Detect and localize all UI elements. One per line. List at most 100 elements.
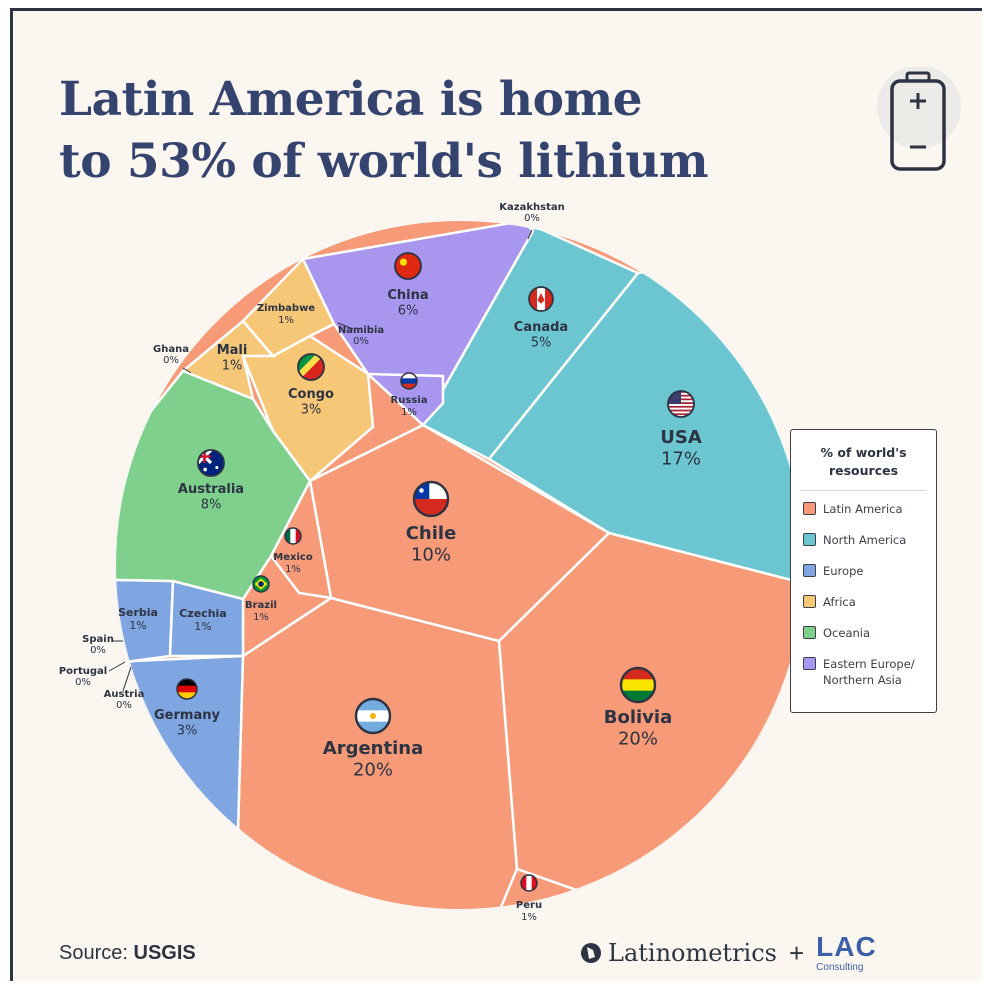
source-credit: Source: USGIS <box>59 942 196 965</box>
label-portugal: Portugal <box>59 666 107 677</box>
value-peru: 1% <box>521 912 537 923</box>
value-namibia: 0% <box>353 336 369 347</box>
cell-germany <box>115 654 245 833</box>
legend-swatch <box>803 657 816 670</box>
value-russia: 1% <box>401 407 417 418</box>
leader-austria <box>122 666 132 692</box>
partner-logo: LAC Consulting <box>816 933 877 973</box>
label-mali: Mali <box>217 343 248 358</box>
brazil-flag-icon <box>252 575 270 593</box>
leader-portugal <box>108 661 126 672</box>
label-mexico: Mexico <box>273 552 313 563</box>
legend-label: North America <box>823 533 907 547</box>
label-ghana: Ghana <box>153 344 189 355</box>
label-namibia: Namibia <box>338 325 384 336</box>
value-china: 6% <box>398 304 419 319</box>
legend-label: Europe <box>823 564 864 578</box>
battery-icon <box>877 67 961 171</box>
label-peru: Peru <box>516 900 542 911</box>
value-austria: 0% <box>116 700 132 711</box>
label-kazakhstan: Kazakhstan <box>499 202 564 213</box>
latinometrics-logo-icon <box>581 943 601 963</box>
value-portugal: 0% <box>75 677 91 688</box>
label-russia: Russia <box>391 395 428 406</box>
value-australia: 8% <box>201 498 222 513</box>
value-mali: 1% <box>222 359 243 374</box>
chile-flag-icon <box>412 480 450 518</box>
legend-item-europe: Europe <box>803 563 936 579</box>
bolivia-flag-icon <box>619 666 657 704</box>
legend-label: Eastern Europe/ Northern Asia <box>823 657 915 687</box>
value-spain: 0% <box>90 645 106 656</box>
label-brazil: Brazil <box>245 600 277 611</box>
value-congo: 3% <box>301 403 322 418</box>
cell-argentina <box>211 596 519 910</box>
partner-subtitle: Consulting <box>816 962 864 973</box>
label-china: China <box>387 288 428 303</box>
legend-swatch <box>803 595 816 608</box>
value-zimbabwe: 1% <box>278 315 294 326</box>
legend-item-eastern-europe-northern-asia: Eastern Europe/ Northern Asia <box>803 656 936 688</box>
page-title: Latin America is home to 53% of world's … <box>59 69 709 193</box>
peru-flag-icon <box>520 874 538 892</box>
label-czechia: Czechia <box>179 607 226 620</box>
argentina-flag-icon <box>354 697 392 735</box>
leader-kazakhstan <box>527 229 533 240</box>
legend-label: Latin America <box>823 502 903 516</box>
australia-flag-icon <box>197 449 225 477</box>
legend-swatch <box>803 564 816 577</box>
legend-label: Oceania <box>823 626 871 640</box>
cell-serbia <box>115 577 175 673</box>
source-label: Source: <box>59 942 128 964</box>
legend-swatch <box>803 502 816 515</box>
label-congo: Congo <box>288 387 334 402</box>
value-ghana: 0% <box>163 355 179 366</box>
value-canada: 5% <box>531 336 552 351</box>
leader-namibia <box>337 322 354 330</box>
brand-plus: + <box>788 937 805 968</box>
value-czechia: 1% <box>194 620 211 633</box>
value-serbia: 1% <box>129 619 146 632</box>
label-usa: USA <box>660 427 702 448</box>
russia-flag-icon <box>400 372 418 390</box>
value-brazil: 1% <box>253 612 269 623</box>
label-zimbabwe: Zimbabwe <box>257 303 315 314</box>
brand-name: Latinometrics <box>608 939 777 967</box>
legend-item-latin-america: Latin America <box>803 501 936 517</box>
cell-russia <box>364 372 445 427</box>
label-canada: Canada <box>514 320 568 335</box>
legend-item-north-america: North America <box>803 532 936 548</box>
title-line-1: Latin America is home <box>59 72 643 127</box>
label-argentina: Argentina <box>323 738 423 759</box>
china-flag-icon <box>394 252 422 280</box>
legend-swatch <box>803 626 816 639</box>
value-usa: 17% <box>661 449 701 470</box>
legend-item-oceania: Oceania <box>803 625 936 641</box>
title-line-2: to 53% of world's lithium <box>59 134 709 189</box>
source-value: USGIS <box>133 942 196 964</box>
value-argentina: 20% <box>353 760 393 781</box>
brand-footer: Latinometrics + LAC Consulting <box>580 933 877 973</box>
congo-flag-icon <box>297 353 325 381</box>
value-germany: 3% <box>177 724 198 739</box>
legend-title: % of world's resources <box>801 444 926 491</box>
value-bolivia: 20% <box>618 729 658 750</box>
label-australia: Australia <box>178 482 244 497</box>
usa-flag-icon <box>667 390 695 418</box>
mexico-flag-icon <box>284 527 302 545</box>
label-germany: Germany <box>154 708 220 723</box>
label-serbia: Serbia <box>118 606 158 619</box>
cell-zimbabwe <box>241 256 336 358</box>
value-chile: 10% <box>411 545 451 566</box>
legend-swatch <box>803 533 816 546</box>
label-spain: Spain <box>82 634 114 645</box>
infographic-frame: Latin America is home to 53% of world's … <box>10 8 982 981</box>
germany-flag-icon <box>176 678 198 700</box>
value-mexico: 1% <box>285 564 301 575</box>
legend-item-africa: Africa <box>803 594 936 610</box>
label-chile: Chile <box>406 523 457 544</box>
legend-label: Africa <box>823 595 856 609</box>
leader-ghana <box>182 367 192 374</box>
label-austria: Austria <box>104 689 145 700</box>
